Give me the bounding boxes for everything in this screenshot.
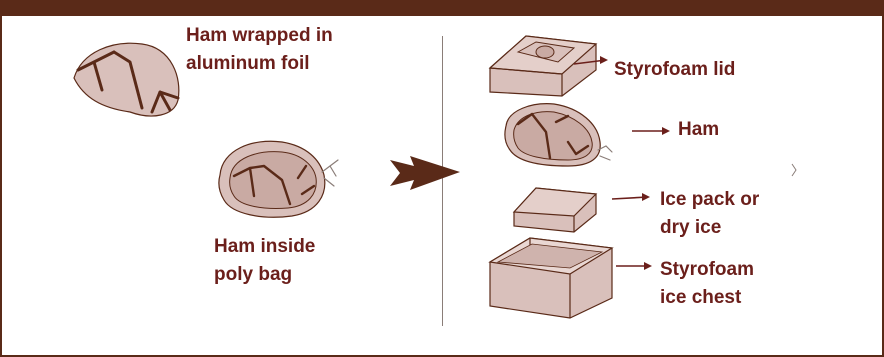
- bag-label-line1: Ham inside: [214, 235, 315, 259]
- ham-foil-icon: [74, 43, 179, 116]
- chest-label-line2: ice chest: [660, 286, 741, 310]
- ham-label: Ham: [678, 118, 719, 142]
- ham-icon: [505, 104, 612, 166]
- ice-label-line1: Ice pack or: [660, 188, 759, 212]
- bag-label-line2: poly bag: [214, 263, 292, 287]
- lid-label: Styrofoam lid: [614, 58, 735, 82]
- stray-mark-icon: [792, 164, 796, 176]
- chest-label-line1: Styrofoam: [660, 258, 754, 282]
- ice-label-line2: dry ice: [660, 216, 721, 240]
- big-arrow-icon: [390, 156, 460, 190]
- foil-label-line2: aluminum foil: [186, 52, 310, 76]
- arrow-chest-icon: [616, 262, 652, 270]
- arrow-ice-icon: [612, 193, 650, 201]
- ice-pack-icon: [514, 188, 596, 232]
- styrofoam-lid-icon: [490, 36, 596, 96]
- arrow-ham-icon: [632, 127, 670, 135]
- ice-chest-icon: [490, 238, 612, 318]
- foil-label-line1: Ham wrapped in: [186, 24, 333, 48]
- ham-bag-icon: [219, 141, 338, 217]
